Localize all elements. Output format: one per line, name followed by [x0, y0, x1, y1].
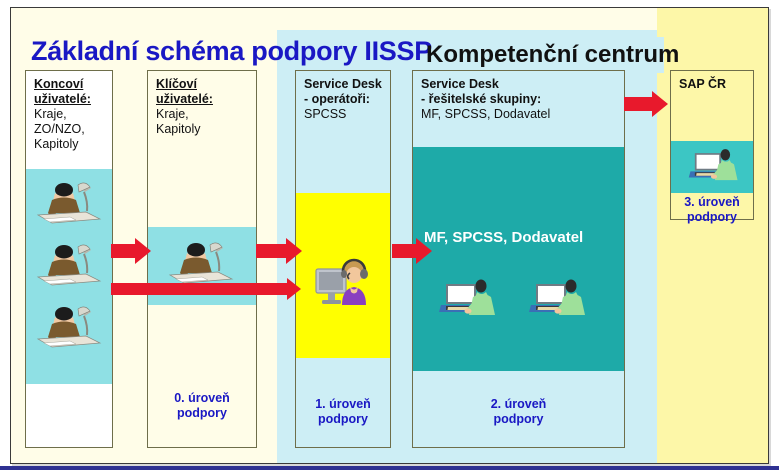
headset-operator-icon — [315, 258, 368, 305]
title-area: Základní schéma podpory IISSP Kompetenčn… — [11, 22, 768, 73]
level-line-1: 1. úroveň — [315, 397, 371, 411]
page-title: Základní schéma podpory IISSP — [31, 36, 432, 66]
laptop-worker-icon — [529, 279, 585, 315]
desk-worker-icon — [168, 242, 234, 284]
header-line-1: SAP ČR — [679, 77, 727, 91]
desk-worker-icon — [36, 182, 102, 224]
column-header-resitele: Service Desk - řešitelské skupiny: MF, S… — [421, 77, 620, 122]
body-line-1: Kraje, — [156, 107, 189, 121]
header-line-1: Service Desk — [421, 77, 499, 91]
kompetencni-centrum-band — [419, 37, 664, 73]
column-header-klicovi: Klíčoví uživatelé: Kraje, Kapitoly — [156, 77, 252, 137]
level-label-sap: 3. úroveň podpory — [671, 195, 753, 225]
body-line-2: ZO/NZO, — [34, 122, 85, 136]
slide-canvas: Základní schéma podpory IISSP Kompetenčn… — [10, 7, 769, 464]
level-label-koncovi — [26, 401, 112, 416]
level-label-klicovi: 0. úroveň podpory — [148, 391, 256, 421]
level-line-1: 0. úroveň — [174, 391, 230, 405]
column-sap-cr[interactable]: SAP ČR 3. úroveň podpory — [670, 70, 754, 224]
level-line-2: podpory — [687, 210, 737, 224]
kompetencni-centrum-title: Kompetenční centrum — [426, 41, 680, 68]
header-line-1: Klíčoví — [156, 77, 197, 91]
body-line-2: Kapitoly — [156, 122, 201, 136]
column-service-desk-operatori[interactable]: Service Desk - operátoři: SPCSS 1. úro — [295, 70, 391, 448]
column-header-operatori: Service Desk - operátoři: SPCSS — [304, 77, 386, 122]
level-line-2: podpory — [177, 406, 227, 420]
header-line-1: Koncoví — [34, 77, 84, 91]
level-line-2: podpory — [318, 412, 368, 426]
desk-worker-icon — [36, 306, 102, 348]
bottom-accent-line — [0, 466, 779, 470]
level-line-2: podpory — [493, 412, 544, 426]
level-label-resitele: 2. úroveň podpory — [413, 397, 624, 427]
desk-worker-icon — [36, 244, 102, 286]
header-line-2: uživatelé: — [156, 92, 213, 106]
column-service-desk-resitelske-skupiny[interactable]: MF, SPCSS, Dodavatel Service Desk - řeši… — [412, 70, 625, 448]
header-line-2: - operátoři: — [304, 92, 370, 106]
body-line-1: Kraje, — [34, 107, 67, 121]
level-label-operatori: 1. úroveň podpory — [296, 397, 390, 427]
column-koncovi-uzivatele[interactable]: Koncoví uživatelé: Kraje, ZO/NZO, Kapito… — [25, 70, 113, 448]
laptop-worker-icon — [688, 149, 738, 181]
header-line-1: Service Desk — [304, 77, 382, 91]
body-line-3: Kapitoly — [34, 137, 79, 151]
column-header-koncovi: Koncoví uživatelé: Kraje, ZO/NZO, Kapito… — [34, 77, 108, 152]
header-line-2: - řešitelské skupiny: — [421, 92, 542, 106]
column-band-resitele: MF, SPCSS, Dodavatel — [413, 147, 624, 371]
level-line-1: 3. úroveň — [684, 195, 740, 209]
column-klicovi-uzivatele[interactable]: Klíčoví uživatelé: Kraje, Kapitoly 0. úr… — [147, 70, 257, 448]
column-header-sap: SAP ČR — [679, 77, 749, 92]
laptop-worker-icon — [439, 279, 495, 315]
header-line-2: uživatelé: — [34, 92, 91, 106]
resitele-band-label: MF, SPCSS, Dodavatel — [424, 229, 584, 246]
body-line-1: SPCSS — [304, 107, 347, 121]
body-line-1: MF, SPCSS, Dodavatel — [421, 107, 551, 121]
level-line-1: 2. úroveň — [490, 397, 547, 411]
